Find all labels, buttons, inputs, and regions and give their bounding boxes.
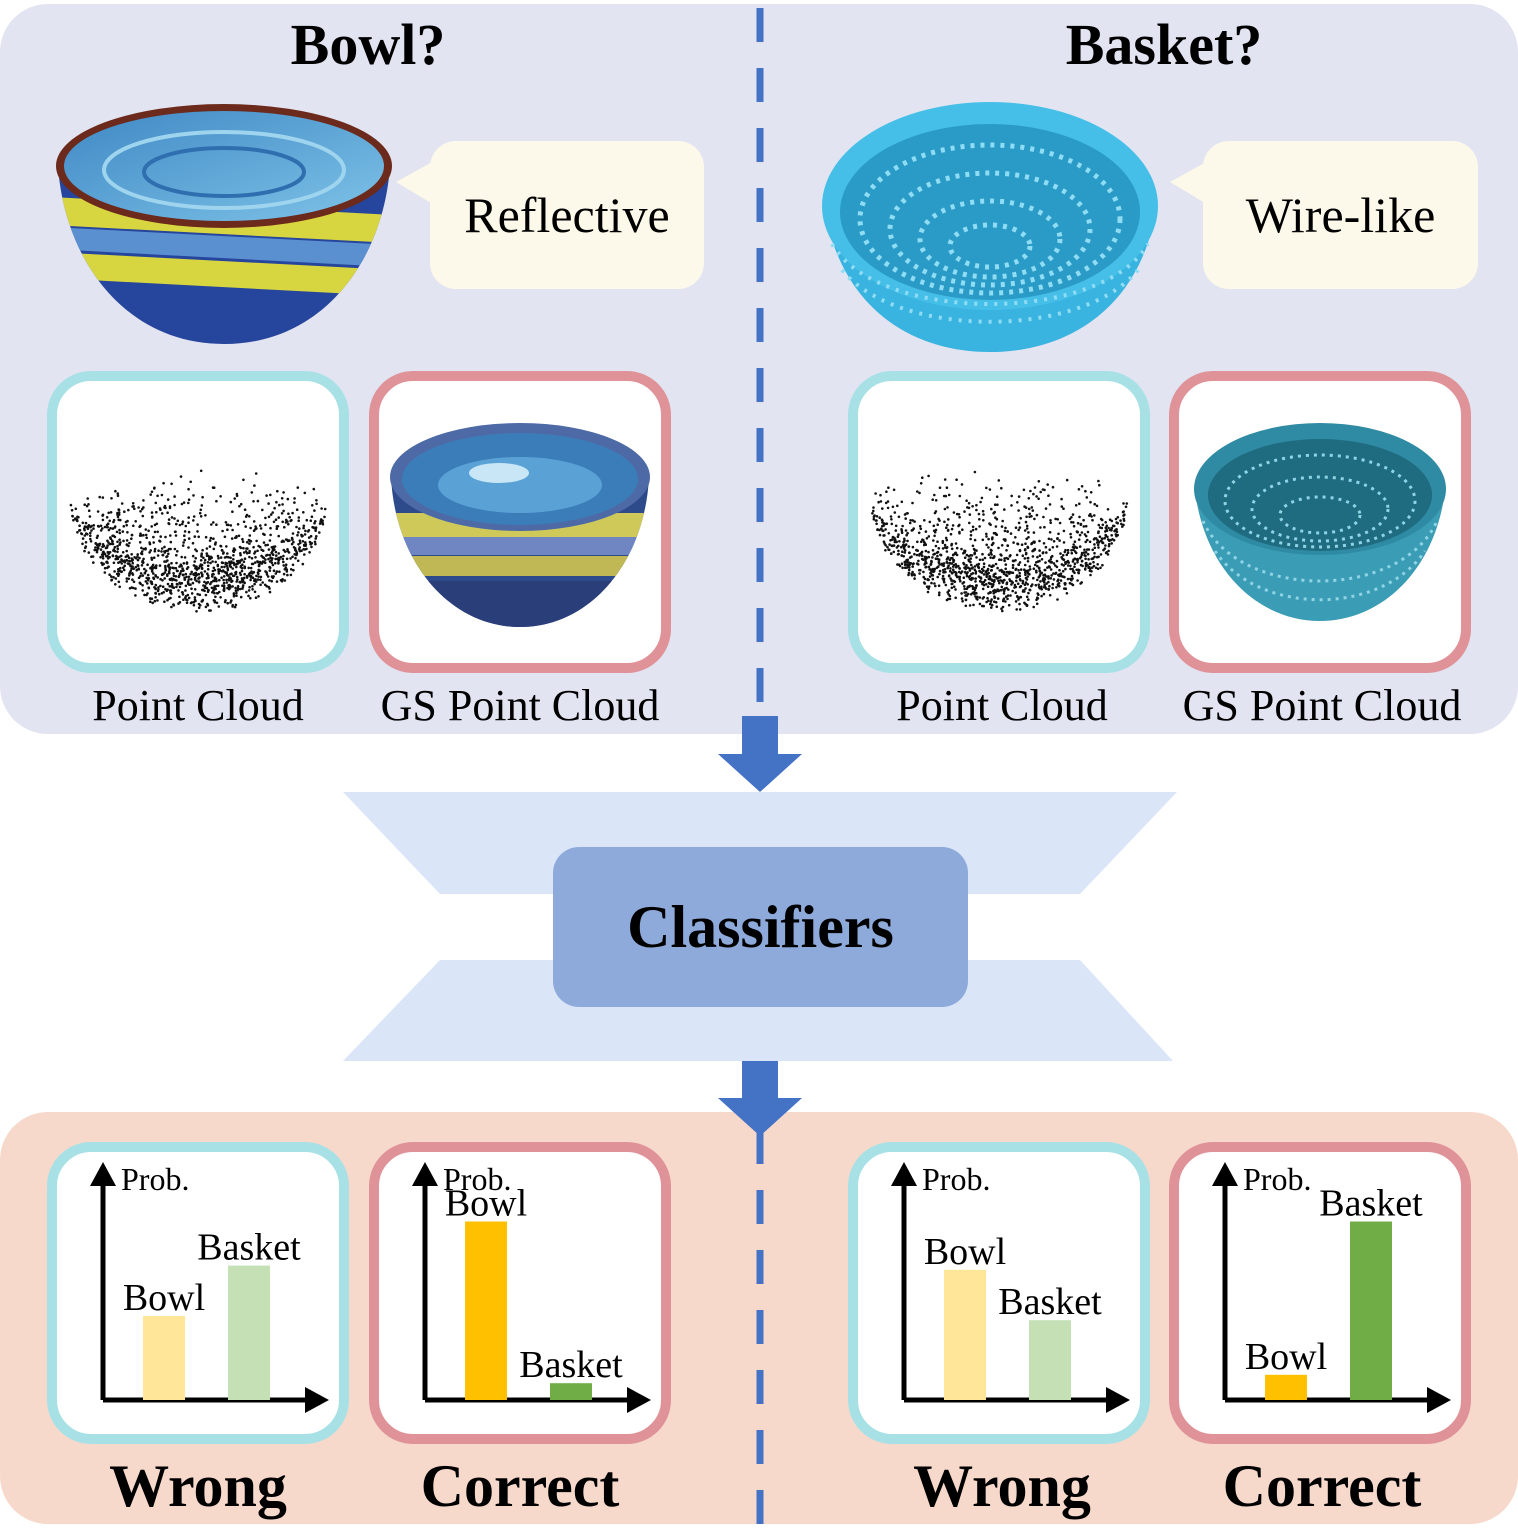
property-bubble-left: Reflective <box>430 141 704 289</box>
property-label-wire-like: Wire-like <box>1245 187 1436 243</box>
bar-label-basket: Basket <box>998 1281 1102 1323</box>
probability-chart: Prob. Bowl Basket <box>1212 1161 1451 1413</box>
chart-axes <box>891 1162 1130 1413</box>
basket-photo <box>822 102 1158 352</box>
bar-bowl <box>465 1221 507 1400</box>
bar-bowl <box>143 1316 185 1400</box>
verdict-correct: Correct <box>420 1453 620 1519</box>
bubble-pointer <box>1170 160 1210 206</box>
verdict-wrong: Wrong <box>109 1453 287 1519</box>
basket-gs-image <box>1194 423 1446 621</box>
right-question-title: Basket? <box>1065 12 1263 77</box>
bar-label-basket: Basket <box>197 1227 301 1269</box>
property-bubble-right: Wire-like <box>1203 141 1478 289</box>
probability-chart: Prob. Bowl Basket <box>90 1161 329 1413</box>
verdict-correct: Correct <box>1222 1453 1422 1519</box>
bowl-gs-image <box>390 423 650 627</box>
bar-label-bowl: Bowl <box>1245 1336 1327 1378</box>
y-axis-label: Prob. <box>443 1161 511 1197</box>
bowl-gs-point-cloud-card <box>369 371 671 673</box>
bar-bowl <box>944 1269 986 1400</box>
bar-label-basket: Basket <box>1319 1183 1423 1225</box>
bar-basket <box>550 1383 592 1400</box>
chart-axes <box>1212 1162 1451 1413</box>
bubble-pointer <box>396 160 436 206</box>
result-card-4: Prob. Bowl Basket <box>1169 1142 1471 1444</box>
bar-basket <box>1029 1320 1071 1400</box>
arrow-down-icon <box>718 716 802 792</box>
basket-gs-point-cloud-card <box>1169 371 1471 673</box>
left-question-title: Bowl? <box>290 12 446 77</box>
bowl-point-cloud-card <box>47 371 349 673</box>
y-axis-label: Prob. <box>121 1161 189 1197</box>
basket-point-cloud-image <box>871 470 1129 613</box>
bowl-photo <box>56 104 392 344</box>
classifiers-label: Classifiers <box>627 893 894 960</box>
chart-axes <box>90 1162 329 1413</box>
bar-basket <box>228 1265 270 1400</box>
chart-axes <box>412 1162 651 1413</box>
funnel-top <box>343 792 1177 894</box>
result-card-1: Prob. Bowl Basket <box>47 1142 349 1444</box>
bowl-point-cloud-image <box>69 469 327 613</box>
bar-bowl <box>1265 1374 1307 1400</box>
classifiers-box: Classifiers <box>553 847 968 1007</box>
verdict-wrong: Wrong <box>913 1453 1091 1519</box>
basket-point-cloud-card <box>848 371 1150 673</box>
bar-label-bowl: Bowl <box>924 1231 1006 1273</box>
y-axis-label: Prob. <box>922 1161 990 1197</box>
arrow-down-icon <box>718 1061 802 1136</box>
bar-label-bowl: Bowl <box>445 1183 527 1225</box>
right-pc-caption: Point Cloud <box>896 681 1108 730</box>
left-pc-caption: Point Cloud <box>92 681 304 730</box>
right-gs-caption: GS Point Cloud <box>1182 681 1462 730</box>
bar-label-basket: Basket <box>519 1344 623 1386</box>
bar-basket <box>1350 1221 1392 1400</box>
left-gs-caption: GS Point Cloud <box>380 681 660 730</box>
property-label-reflective: Reflective <box>464 187 670 243</box>
y-axis-label: Prob. <box>1243 1161 1311 1197</box>
bar-label-bowl: Bowl <box>123 1277 205 1319</box>
